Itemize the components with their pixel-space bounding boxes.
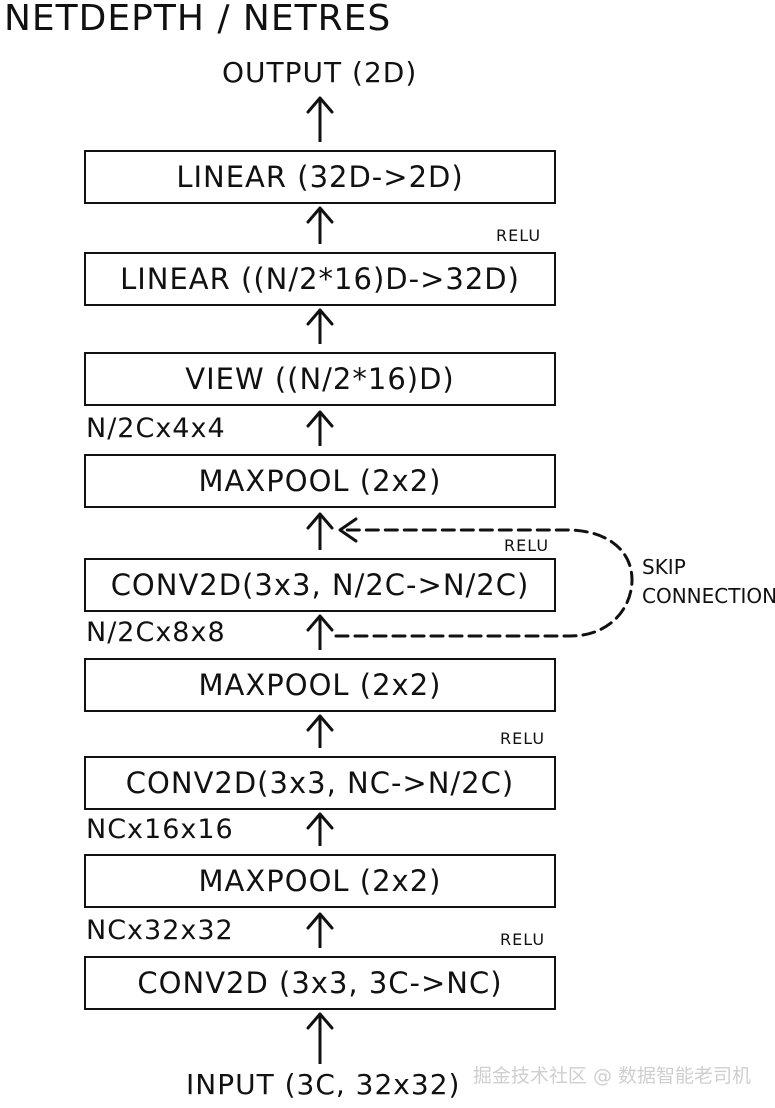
layer-conv2d-2: CONV2D(3x3, NC->N/2C) [84,756,556,810]
layer-maxpool-3: MAXPOOL (2x2) [84,454,556,508]
dimension-label: NCx16x16 [86,814,234,845]
layer-maxpool-1: MAXPOOL (2x2) [84,854,556,908]
flow-arrow [306,410,334,446]
relu-label: RELU [500,729,546,748]
relu-label: RELU [500,930,546,949]
layer-label: MAXPOOL (2x2) [198,668,442,702]
relu-label: RELU [504,536,550,555]
layer-conv2d-1: CONV2D (3x3, 3C->NC) [84,956,556,1010]
dimension-label: N/2Cx4x4 [86,413,226,444]
flow-arrow [306,308,334,344]
flow-arrow [306,812,334,846]
flow-arrow [306,614,334,650]
layer-label: CONV2D (3x3, 3C->NC) [137,966,503,1000]
flow-arrow [306,912,334,948]
layer-label: LINEAR (32D->2D) [176,160,464,194]
dimension-label: N/2Cx8x8 [86,617,226,648]
layer-label: MAXPOOL (2x2) [198,464,442,498]
layer-label: LINEAR ((N/2*16)D->32D) [120,262,520,296]
skip-connection-line1: SKIP [642,555,686,579]
layer-label: VIEW ((N/2*16)D) [185,362,455,396]
flow-arrow [306,1012,334,1064]
flow-arrow [306,206,334,244]
relu-label: RELU [496,226,542,245]
layer-maxpool-2: MAXPOOL (2x2) [84,658,556,712]
layer-label: CONV2D(3x3, NC->N/2C) [125,766,515,800]
layer-linear-hidden: LINEAR ((N/2*16)D->32D) [84,252,556,306]
skip-connection-label: SKIP CONNECTION [642,553,775,611]
flow-arrow [306,512,334,550]
layer-conv2d-3: CONV2D(3x3, N/2C->N/2C) [84,558,556,612]
layer-label: CONV2D(3x3, N/2C->N/2C) [110,568,530,602]
input-label: INPUT (3C, 32x32) [186,1068,461,1101]
flow-arrow [306,96,334,142]
skip-connection-line2: CONNECTION [642,584,775,608]
flow-arrow [306,714,334,748]
diagram-title: NETDEPTH / NETRES [4,0,392,39]
watermark: 掘金技术社区 @ 数据智能老司机 [472,1065,751,1087]
output-label: OUTPUT (2D) [222,56,418,89]
layer-label: MAXPOOL (2x2) [198,864,442,898]
layer-linear-out: LINEAR (32D->2D) [84,150,556,204]
layer-view: VIEW ((N/2*16)D) [84,352,556,406]
skip-connection-arrow [334,517,634,638]
dimension-label: NCx32x32 [86,915,234,946]
